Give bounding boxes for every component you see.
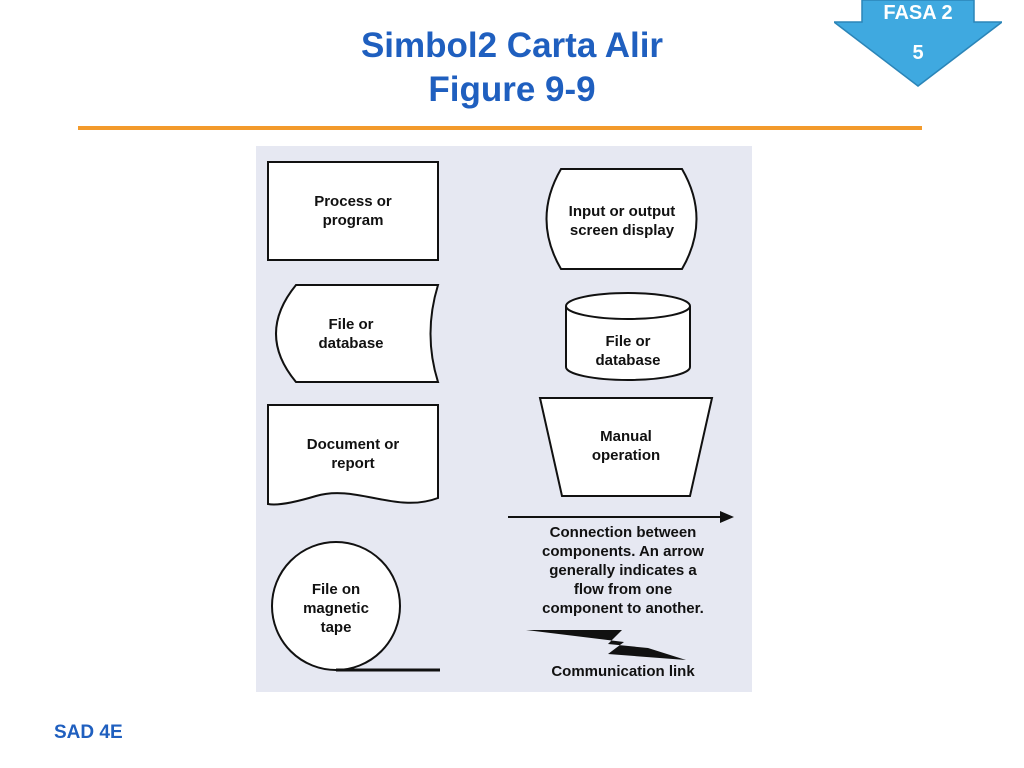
file-database-left-label: File or database (318, 316, 384, 352)
magnetic-tape-label: File on magnetic tape (303, 581, 369, 636)
badge-line-2: 5 (912, 42, 924, 64)
communication-link-symbol (526, 630, 686, 660)
screen-display-label: Input or output screen display (568, 203, 676, 239)
footer-label: SAD 4E (54, 722, 123, 743)
title-line-1: Simbol2 Carta Alir (360, 26, 664, 65)
manual-operation-label: Manual operation (591, 428, 661, 464)
badge-line-1: FASA 2 (883, 2, 953, 24)
file-database-cylinder-symbol (565, 306, 691, 381)
figure-canvas (256, 146, 752, 692)
manual-operation-symbol (538, 397, 714, 497)
fasa-badge-arrow (834, 0, 1002, 87)
document-label: Document or report (306, 436, 400, 472)
connection-label: Connection between components. An arrow … (542, 524, 704, 617)
connection-arrow-head (720, 511, 734, 523)
title-divider (78, 126, 922, 130)
communication-link-label: Communication link (551, 663, 695, 680)
cylinder-top (565, 292, 691, 320)
screen-display-symbol (545, 168, 698, 270)
process-symbol (267, 161, 439, 261)
file-database-cylinder-label: File or database (595, 333, 661, 369)
slide-title: Simbol2 Carta Alir Figure 9-9 (0, 24, 1024, 112)
document-symbol (267, 404, 439, 506)
title-line-2: Figure 9-9 (428, 70, 596, 109)
file-database-left-symbol (275, 284, 440, 383)
process-label: Process or program (314, 193, 392, 229)
flowchart-symbols-figure: Process or program Input or output scree… (256, 146, 752, 692)
